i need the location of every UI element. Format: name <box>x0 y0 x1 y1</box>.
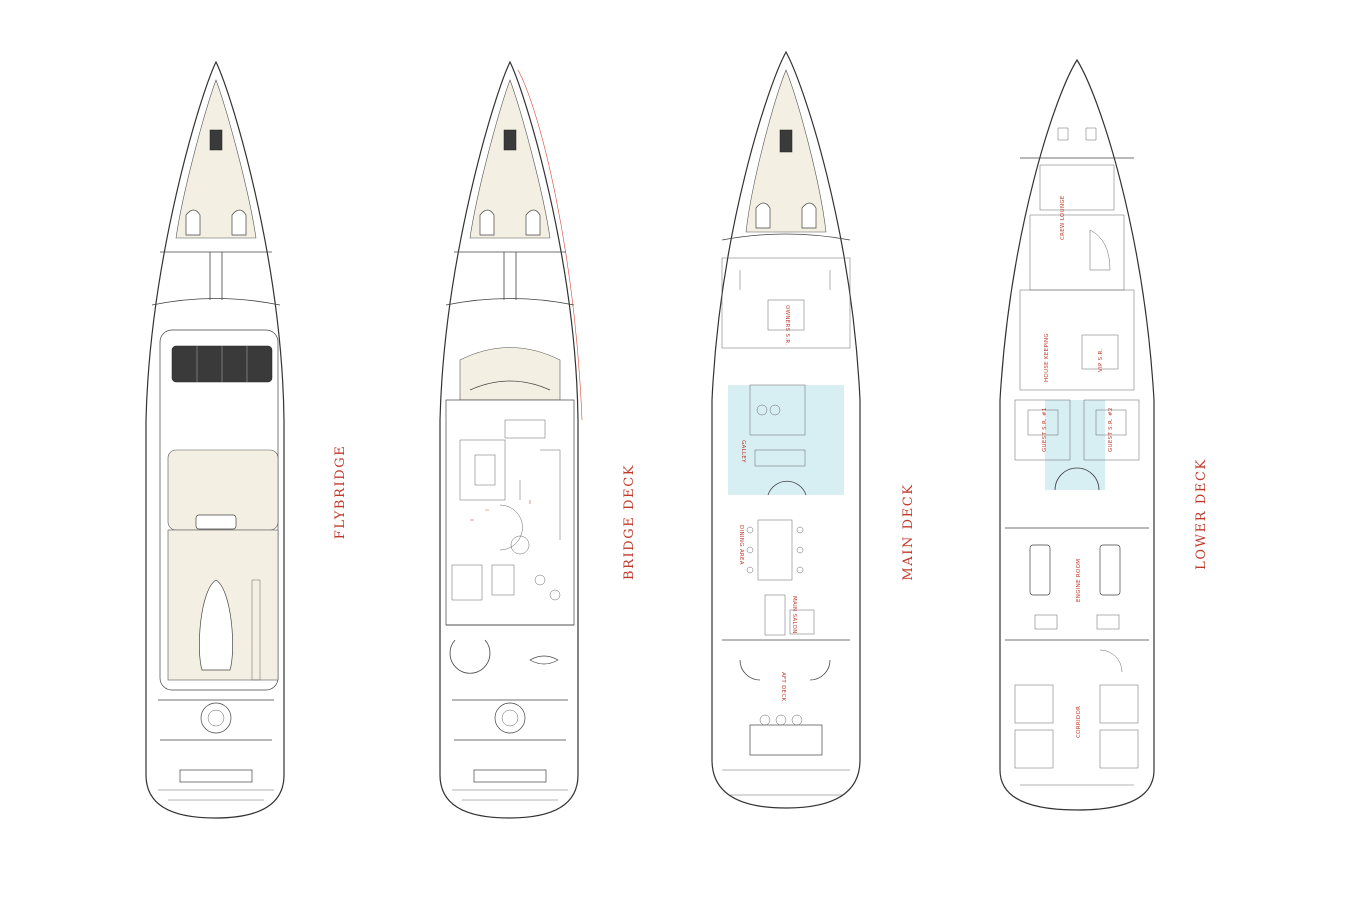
lower-deck-engine-port <box>1029 544 1051 596</box>
lower-deck-label-guest-2: GUEST S.R. #2 <box>1108 407 1114 452</box>
main-deck-label-owners: OWNERS S.R. <box>784 305 790 345</box>
main-deck-label-galley: GALLEY <box>740 440 746 463</box>
lower-deck-label-crew-lounge: CREW LOUNGE <box>1060 195 1066 240</box>
deck-lower: CREW LOUNGE HOUSE KEEPING VIP S.R. GUEST… <box>999 58 1209 811</box>
lower-deck-corridor-area <box>1045 400 1105 490</box>
flybridge-title: FLYBRIDGE <box>333 445 348 540</box>
deck-bridge: BRIDGE DECK <box>439 60 637 819</box>
main-deck-label-salon: MAIN SALON <box>791 596 797 634</box>
lower-deck-label-vip: VIP S.R. <box>1098 349 1104 372</box>
bridge-deck-foredeck <box>469 79 551 239</box>
main-deck-galley-area <box>728 385 844 495</box>
lower-deck-engine-stbd <box>1099 544 1121 596</box>
flybridge-tender <box>199 579 233 671</box>
main-deck-label-dining: DINING AREA <box>738 525 744 565</box>
main-deck-label-aft-deck: AFT DECK <box>780 672 786 702</box>
lower-deck-title: LOWER DECK <box>1194 458 1209 570</box>
flybridge-foredeck <box>175 79 257 239</box>
lower-deck-label-guest-1: GUEST S.R. #1 <box>1042 407 1048 452</box>
lower-deck-label-housekeeping: HOUSE KEEPING <box>1044 333 1050 382</box>
deck-flybridge: FLYBRIDGE <box>145 60 348 819</box>
deck-main: GALLEY OWNERS S.R. DINING AREA MAIN SALO… <box>711 50 916 809</box>
lower-deck-label-engine-room: ENGINE ROOM <box>1076 559 1082 602</box>
bridge-deck-title: BRIDGE DECK <box>622 464 637 580</box>
main-deck-title: MAIN DECK <box>901 483 916 580</box>
lower-deck-label-corridor: CORRIDOR <box>1076 706 1082 738</box>
